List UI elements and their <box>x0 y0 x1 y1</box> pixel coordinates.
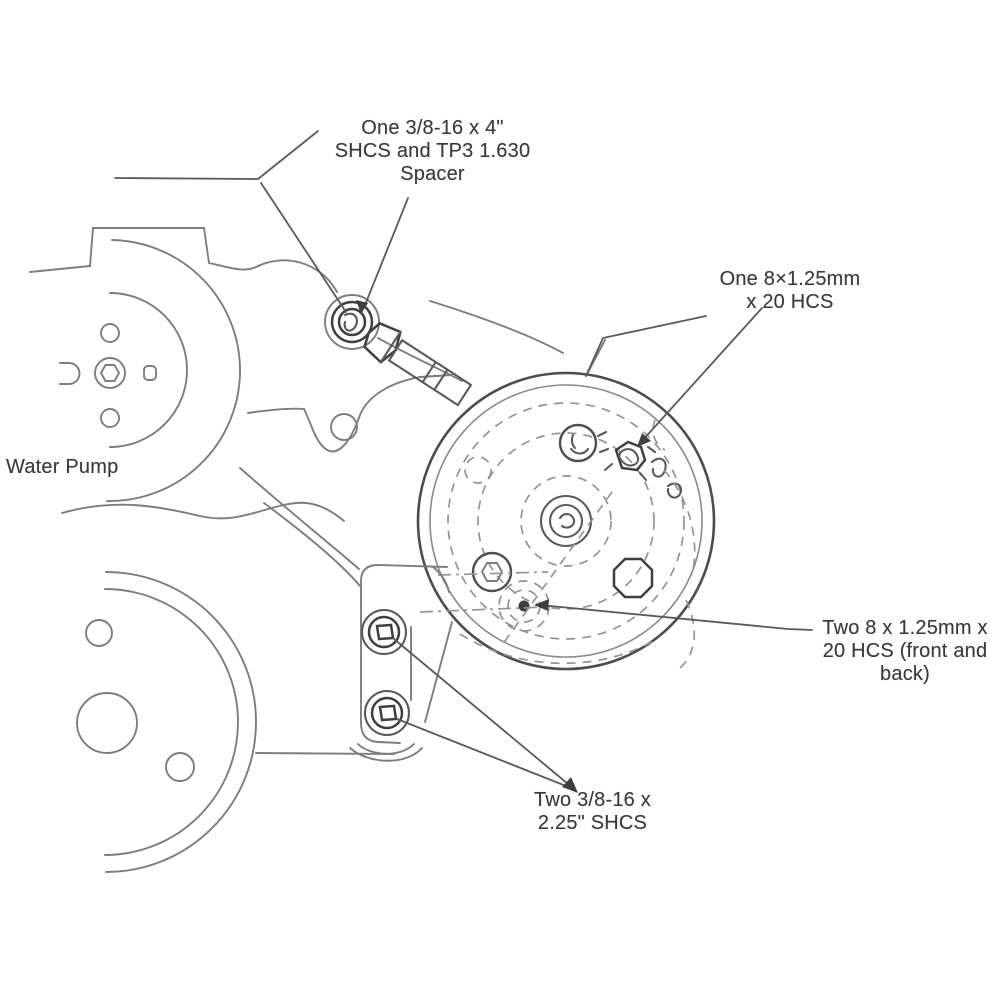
arrowhead <box>356 300 368 314</box>
mounting-bracket-drawing <box>255 564 453 762</box>
assembly-circle-drawing <box>416 371 716 671</box>
callout-shcs-spacer: One 3/8-16 x 4" SHCS and TP3 1.630 Space… <box>334 117 531 185</box>
leader-lines <box>114 130 813 793</box>
pulley-drawing <box>76 571 257 873</box>
water-pump-drawing <box>29 227 606 587</box>
arrowhead <box>534 599 549 611</box>
label-water-pump: Water Pump <box>6 456 119 478</box>
arrowhead <box>562 777 578 793</box>
callout-hcs-two: Two 8 x 1.25mm x 20 HCS (front and back) <box>822 617 988 685</box>
arrowhead <box>637 433 651 447</box>
shcs-bolt-spacer-drawing <box>324 294 473 407</box>
callout-shcs-two: Two 3/8-16 x 2.25" SHCS <box>534 789 651 834</box>
callout-hcs-one: One 8×1.25mm x 20 HCS <box>719 268 861 313</box>
